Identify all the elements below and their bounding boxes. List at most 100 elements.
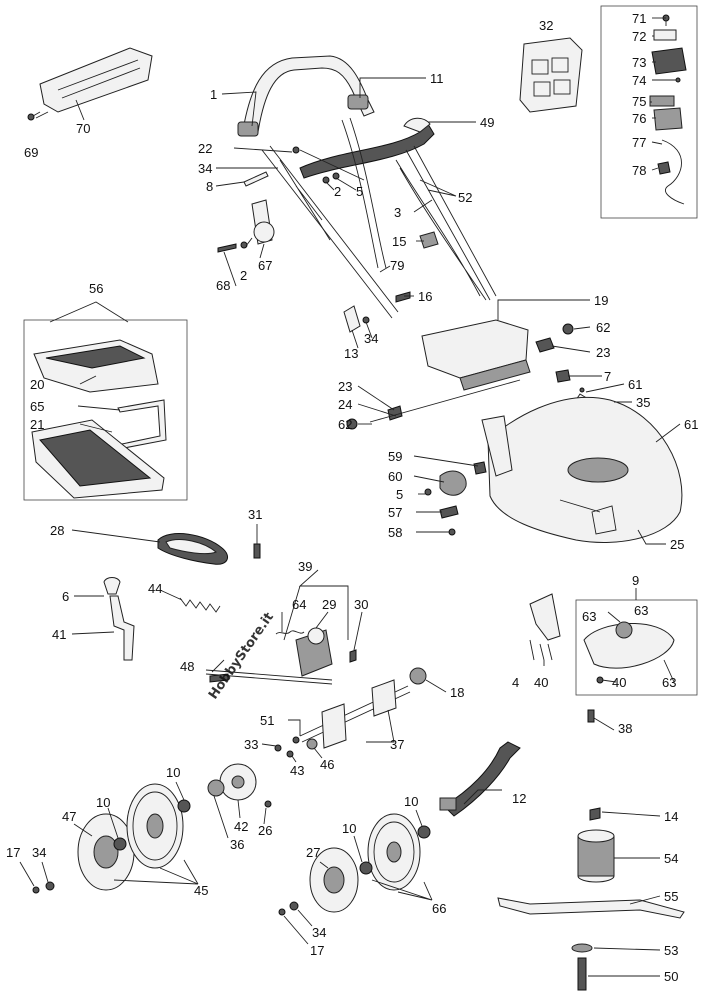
label-part-4: 4 [512,675,519,690]
label-part-51: 51 [260,713,274,728]
part-60-height-adjuster [439,470,467,496]
label-part-62-top: 62 [596,320,610,335]
label-part-48: 48 [180,659,194,674]
part-4-mulching-plug [529,593,561,641]
label-part-19: 19 [594,293,608,308]
label-part-43: 43 [290,763,304,778]
label-part-65: 65 [30,399,44,414]
label-part-57: 57 [388,505,402,520]
part-55-blade [497,897,685,919]
part-66-wheel-right [367,813,421,891]
belt-inner [165,539,217,555]
label-part-62-mid: 62 [338,417,352,432]
label-part-78: 78 [632,163,646,178]
label-part-2-top: 2 [334,184,341,199]
label-part-33: 33 [244,737,258,752]
part-38-pin [587,709,595,723]
label-part-17-bottom: 17 [310,943,324,958]
part-45-wheel-left [126,783,184,869]
part-2-nut [322,176,330,184]
label-part-26: 26 [258,823,272,838]
part-67-knob [251,199,275,245]
label-part-5-top: 5 [356,184,363,199]
label-part-17-left: 17 [6,845,20,860]
label-part-8: 8 [206,179,213,194]
part-36-gear [207,779,225,797]
part-52-cables [395,159,487,301]
label-part-3: 3 [394,205,401,220]
part-76-module [653,107,683,131]
part-71-screw [662,14,670,26]
label-part-22: 22 [198,141,212,156]
part-46-bushing [306,738,318,750]
part-33-screw [274,744,282,752]
part-54-blade-adapter [577,829,615,883]
part-labels: 1 11 49 70 69 32 71 72 73 74 75 76 77 78… [6,11,698,984]
label-part-36: 36 [230,837,244,852]
label-part-30: 30 [354,597,368,612]
label-part-34-top: 34 [198,161,212,176]
label-part-42: 42 [234,819,248,834]
label-part-49: 49 [480,115,494,130]
label-part-29: 29 [322,597,336,612]
part-10-bearing-b [113,837,127,851]
part-12-drive-cable [443,741,521,817]
part-20-bag-top [33,339,159,393]
part-2-washer [240,241,248,249]
label-part-52: 52 [458,190,472,205]
label-part-77: 77 [632,135,646,150]
label-part-24: 24 [338,397,352,412]
label-part-53: 53 [664,943,678,958]
part-15-knob [419,231,439,249]
part-44-spring [179,597,221,613]
label-part-9: 9 [632,573,639,588]
label-part-10-b: 10 [96,795,110,810]
label-part-35: 35 [636,395,650,410]
part-23-clip-b [387,405,403,421]
part-22-washer [292,146,300,154]
part-6-knob [103,577,121,595]
label-part-20: 20 [30,377,44,392]
part-75-plate [649,95,675,107]
part-64-spring [275,630,305,635]
part-61-screw [579,387,585,393]
label-part-28: 28 [50,523,64,538]
label-part-7: 7 [604,369,611,384]
label-part-60: 60 [388,469,402,484]
watermark: HobbyStore.it [206,610,277,702]
label-part-25: 25 [670,537,684,552]
part-34-nut-b [45,881,55,891]
label-part-67: 67 [258,258,272,273]
label-part-21: 21 [30,417,44,432]
label-part-23-mid: 23 [338,379,352,394]
label-part-46: 46 [320,757,334,772]
part-30-pin [349,649,357,663]
part-1-upper-handle [237,55,375,137]
label-part-56: 56 [89,281,103,296]
part-5-nut [332,172,340,180]
part-7-nut [555,369,571,383]
label-part-47: 47 [62,809,76,824]
label-part-10-d: 10 [404,794,418,809]
label-part-10-c: 10 [342,821,356,836]
label-part-6: 6 [62,589,69,604]
label-part-34-mid: 34 [364,331,378,346]
label-part-63-top: 63 [634,603,648,618]
group-box-mulching-kit [575,599,698,696]
part-17-bolt [32,886,40,894]
label-part-18: 18 [450,685,464,700]
part-25-mower-deck [481,396,683,543]
label-part-40-left: 40 [534,675,548,690]
part-10-bearing-a [177,799,191,813]
label-part-44: 44 [148,581,162,596]
part-48-key [209,673,229,683]
part-17-bolt-b [278,908,286,916]
group-box-ignition-parts [600,5,698,219]
label-part-66: 66 [432,901,446,916]
label-part-58: 58 [388,525,402,540]
part-72-spacer [653,29,677,41]
part-8-pin [243,171,269,187]
label-part-61-right: 61 [684,417,698,432]
part-74-pin [675,77,681,83]
